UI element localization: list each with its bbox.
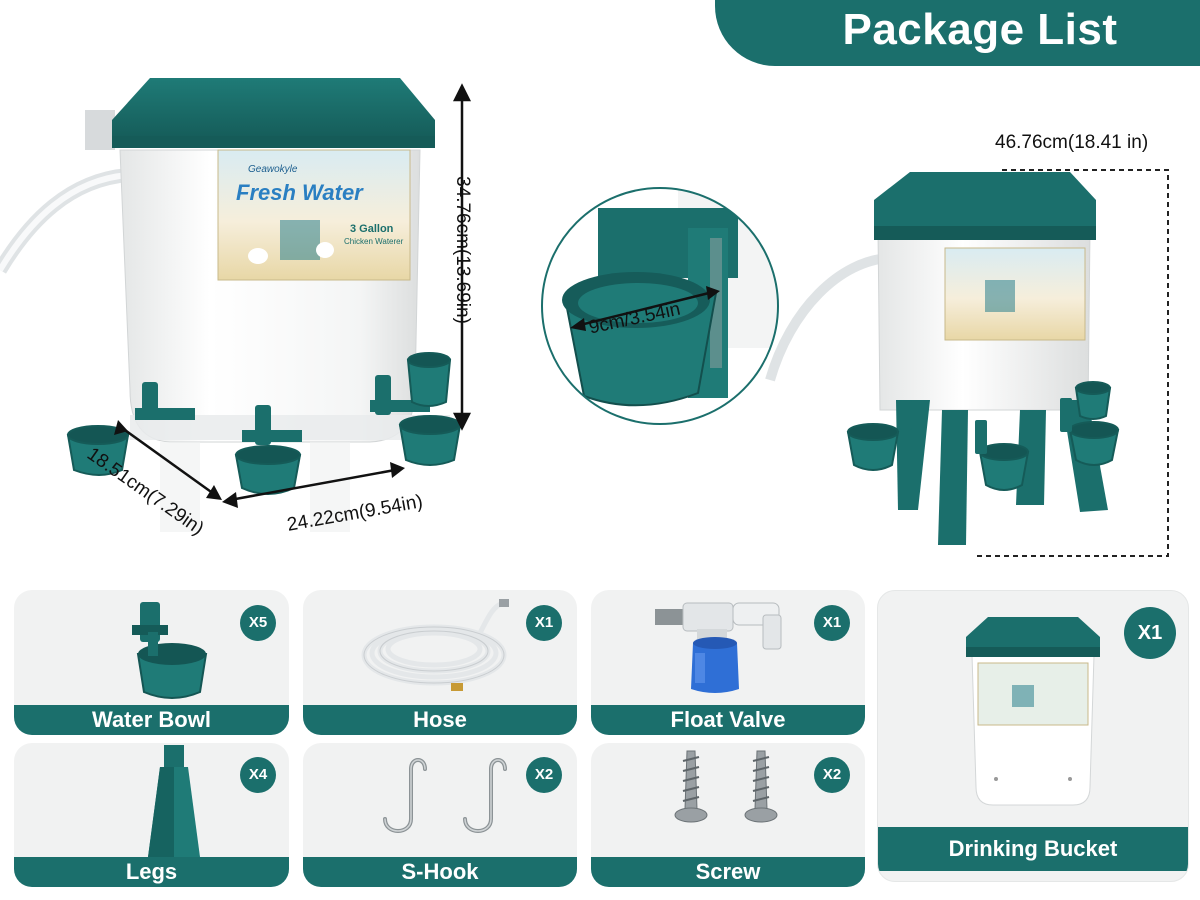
screw-icon — [674, 750, 778, 823]
item-card-drinking-bucket: X1 Drinking Bucket — [877, 590, 1189, 882]
item-card-hose: X1 Hose — [303, 590, 577, 735]
qty-badge-legs: X4 — [240, 757, 276, 793]
s-hook-icon — [383, 758, 507, 833]
page-title: Package List — [842, 5, 1118, 54]
dimension-side-width: 46.76cm(18.41 in) — [995, 132, 1149, 153]
dimension-height: 34.76cm(13.69in) — [452, 176, 473, 324]
qty-badge-float-valve: X1 — [814, 605, 850, 641]
qty-badge-hose: X1 — [526, 605, 562, 641]
item-label-legs: Legs — [14, 857, 289, 887]
main-product-image: Geawokyle Fresh Water 3 Gallon Chicken W… — [0, 78, 472, 532]
qty-badge-screw: X2 — [814, 757, 850, 793]
hose-icon — [361, 599, 509, 691]
leg-icon — [148, 745, 200, 857]
item-card-screw: X2 Screw — [591, 743, 865, 887]
bowl-zoom-image — [541, 187, 779, 425]
label-name: Fresh Water — [236, 180, 364, 205]
header-banner — [715, 0, 1200, 66]
item-card-water-bowl: X5 Water Bowl — [14, 590, 289, 735]
qty-badge-drinking-bucket: X1 — [1124, 607, 1176, 659]
item-label-float-valve: Float Valve — [591, 705, 865, 735]
label-brand: Geawokyle — [248, 164, 298, 175]
label-type: Chicken Waterer — [344, 237, 404, 246]
item-label-s-hook: S-Hook — [303, 857, 577, 887]
drinking-bucket-icon — [966, 617, 1100, 806]
label-capacity: 3 Gallon — [350, 223, 394, 235]
float-valve-icon — [655, 602, 782, 693]
item-label-water-bowl: Water Bowl — [14, 705, 289, 735]
item-card-s-hook: X2 S-Hook — [303, 743, 577, 887]
qty-badge-water-bowl: X5 — [240, 605, 276, 641]
side-product-image — [765, 169, 1169, 557]
item-label-screw: Screw — [591, 857, 865, 887]
item-label-drinking-bucket: Drinking Bucket — [878, 827, 1188, 871]
item-card-legs: X4 Legs — [14, 743, 289, 887]
item-label-hose: Hose — [303, 705, 577, 735]
water-bowl-icon — [132, 602, 208, 699]
item-card-float-valve: X1 Float Valve — [591, 590, 865, 735]
qty-badge-s-hook: X2 — [526, 757, 562, 793]
